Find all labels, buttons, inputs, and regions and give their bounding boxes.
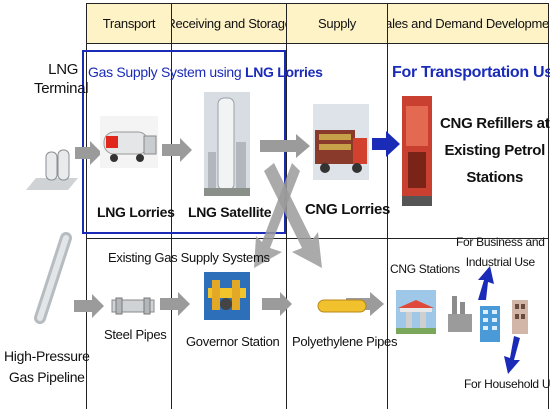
polyethylene-pipe-icon xyxy=(317,299,367,313)
column-divider-5 xyxy=(548,3,549,409)
house-icon xyxy=(508,296,532,336)
lng-system-title-prefix: Gas Supply System using xyxy=(88,64,245,80)
column-divider-4 xyxy=(387,3,388,409)
header-receiving-storage: Receiving and Storage xyxy=(172,3,286,43)
house-photo xyxy=(508,296,532,336)
arrow-cross-up xyxy=(254,163,300,268)
cng-refillers-label: CNG Refillers at Existing Petrol Station… xyxy=(440,110,550,191)
pipeline-line-2: Gas Pipeline xyxy=(8,369,85,385)
cng-station-photo xyxy=(396,290,436,334)
governor-station-icon xyxy=(204,272,250,320)
arrow-terminal-to-lng-lorries xyxy=(75,141,102,165)
header-sales-demand: Sales and Demand Development xyxy=(388,3,548,43)
lng-satellite-icon xyxy=(204,92,250,196)
arrow-governor-to-polyethylene xyxy=(262,292,292,316)
lng-lorry-icon xyxy=(100,116,158,168)
lng-lorry-photo xyxy=(100,116,158,168)
cng-stations-label: CNG Stations xyxy=(390,262,460,276)
governor-station-label: Governor Station xyxy=(186,334,280,349)
transportation-use-title: For Transportation Use xyxy=(392,64,550,81)
steel-pipes-icon xyxy=(111,297,155,315)
lng-system-title-bold: LNG Lorries xyxy=(245,64,323,80)
cng-refillers-line-2: Existing Petrol xyxy=(444,142,545,159)
cng-lorry-icon xyxy=(313,104,369,180)
pipeline-label: High-Pressure Gas Pipeline xyxy=(4,346,90,388)
cng-station-icon xyxy=(396,290,436,334)
governor-station-photo xyxy=(204,272,250,320)
lng-terminal-line-2: Terminal xyxy=(34,80,89,97)
header-sales-demand-label: Sales and Demand Development xyxy=(388,15,548,31)
cng-lorries-label: CNG Lorries xyxy=(305,201,391,218)
header-transport-label: Transport xyxy=(102,15,156,31)
lng-satellite-photo xyxy=(204,92,250,196)
header-top-line xyxy=(86,3,548,4)
lng-terminal-label: LNG Terminal xyxy=(34,60,89,98)
arrow-cng-lorries-to-refillers xyxy=(372,131,400,157)
lng-lorries-label: LNG Lorries xyxy=(97,204,175,220)
arrow-household-use xyxy=(504,336,520,374)
pipeline-tube-icon xyxy=(34,232,72,324)
header-supply-label: Supply xyxy=(318,15,356,31)
arrow-business-use xyxy=(478,266,494,300)
business-line-2: Industrial Use xyxy=(465,255,535,269)
lng-terminal-line-1: LNG xyxy=(48,61,79,78)
arrow-pipeline-to-steel-pipes xyxy=(74,294,104,318)
office-building-icon xyxy=(476,302,504,342)
pipeline-line-1: High-Pressure xyxy=(4,348,90,364)
factory-photo xyxy=(448,292,472,332)
arrow-satellite-to-cng-lorries xyxy=(260,134,310,158)
cng-refiller-photo xyxy=(402,96,432,206)
column-divider-1 xyxy=(86,3,87,409)
header-supply: Supply xyxy=(287,3,387,43)
arrow-lorries-to-satellite xyxy=(162,138,192,162)
lng-satellite-label: LNG Satellite xyxy=(188,204,272,220)
cng-refillers-line-1: CNG Refillers at xyxy=(440,115,550,132)
household-use-label: For Household Use xyxy=(464,377,550,391)
header-receiving-storage-label: Receiving and Storage xyxy=(172,15,286,31)
cng-refillers-line-3: Stations xyxy=(466,169,524,186)
office-building-photo xyxy=(476,302,504,342)
header-bottom-line xyxy=(86,43,548,44)
arrow-steel-to-governor xyxy=(160,292,190,316)
existing-systems-title: Existing Gas Supply Systems xyxy=(108,250,270,265)
business-line-1: For Business and xyxy=(456,235,545,249)
lng-system-title: Gas Supply System using LNG Lorries xyxy=(88,64,323,80)
cng-refiller-icon xyxy=(402,96,432,206)
lng-terminal-tank-icon xyxy=(26,149,78,190)
polyethylene-pipes-label: Polyethylene Pipes xyxy=(292,334,398,349)
cng-lorry-photo xyxy=(313,104,369,180)
business-industrial-label: For Business and Industrial Use xyxy=(456,232,545,272)
arrow-cross-down xyxy=(264,163,322,268)
column-divider-2 xyxy=(171,3,172,409)
steel-pipes-label: Steel Pipes xyxy=(104,327,167,342)
factory-icon xyxy=(448,292,472,332)
header-transport: Transport xyxy=(87,3,171,43)
